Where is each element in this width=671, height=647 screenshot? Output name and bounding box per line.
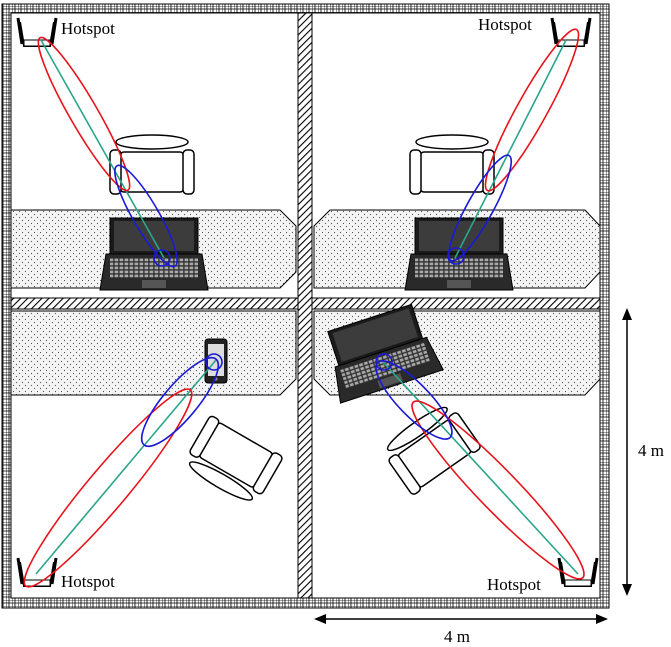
chair-icon xyxy=(409,134,495,195)
hotspot-label-bottom-left: Hotspot xyxy=(61,572,115,591)
laptop-icon xyxy=(404,217,514,291)
dimension-vertical: 4 m xyxy=(622,308,664,596)
dimension-label-vertical: 4 m xyxy=(638,441,664,460)
router-icon xyxy=(557,556,599,588)
dimension-label-horizontal: 4 m xyxy=(444,627,470,646)
signal-beams xyxy=(23,28,585,588)
beam-bottom-left xyxy=(23,353,223,588)
router-icon xyxy=(550,16,592,48)
hotspot-label-bottom-right: Hotspot xyxy=(487,575,541,594)
walls xyxy=(1,3,610,609)
beam-top-left xyxy=(37,36,178,268)
beam-bottom-right xyxy=(375,353,585,580)
chair-icon xyxy=(180,414,285,509)
hotspot-label-top-left: Hotspot xyxy=(61,19,115,38)
laptop-icon xyxy=(99,217,209,291)
dimension-horizontal: 4 m xyxy=(314,614,608,646)
desk-bottom-left xyxy=(10,310,297,396)
beam-top-right xyxy=(447,28,580,265)
hotspot-label-top-right: Hotspot xyxy=(478,15,532,34)
